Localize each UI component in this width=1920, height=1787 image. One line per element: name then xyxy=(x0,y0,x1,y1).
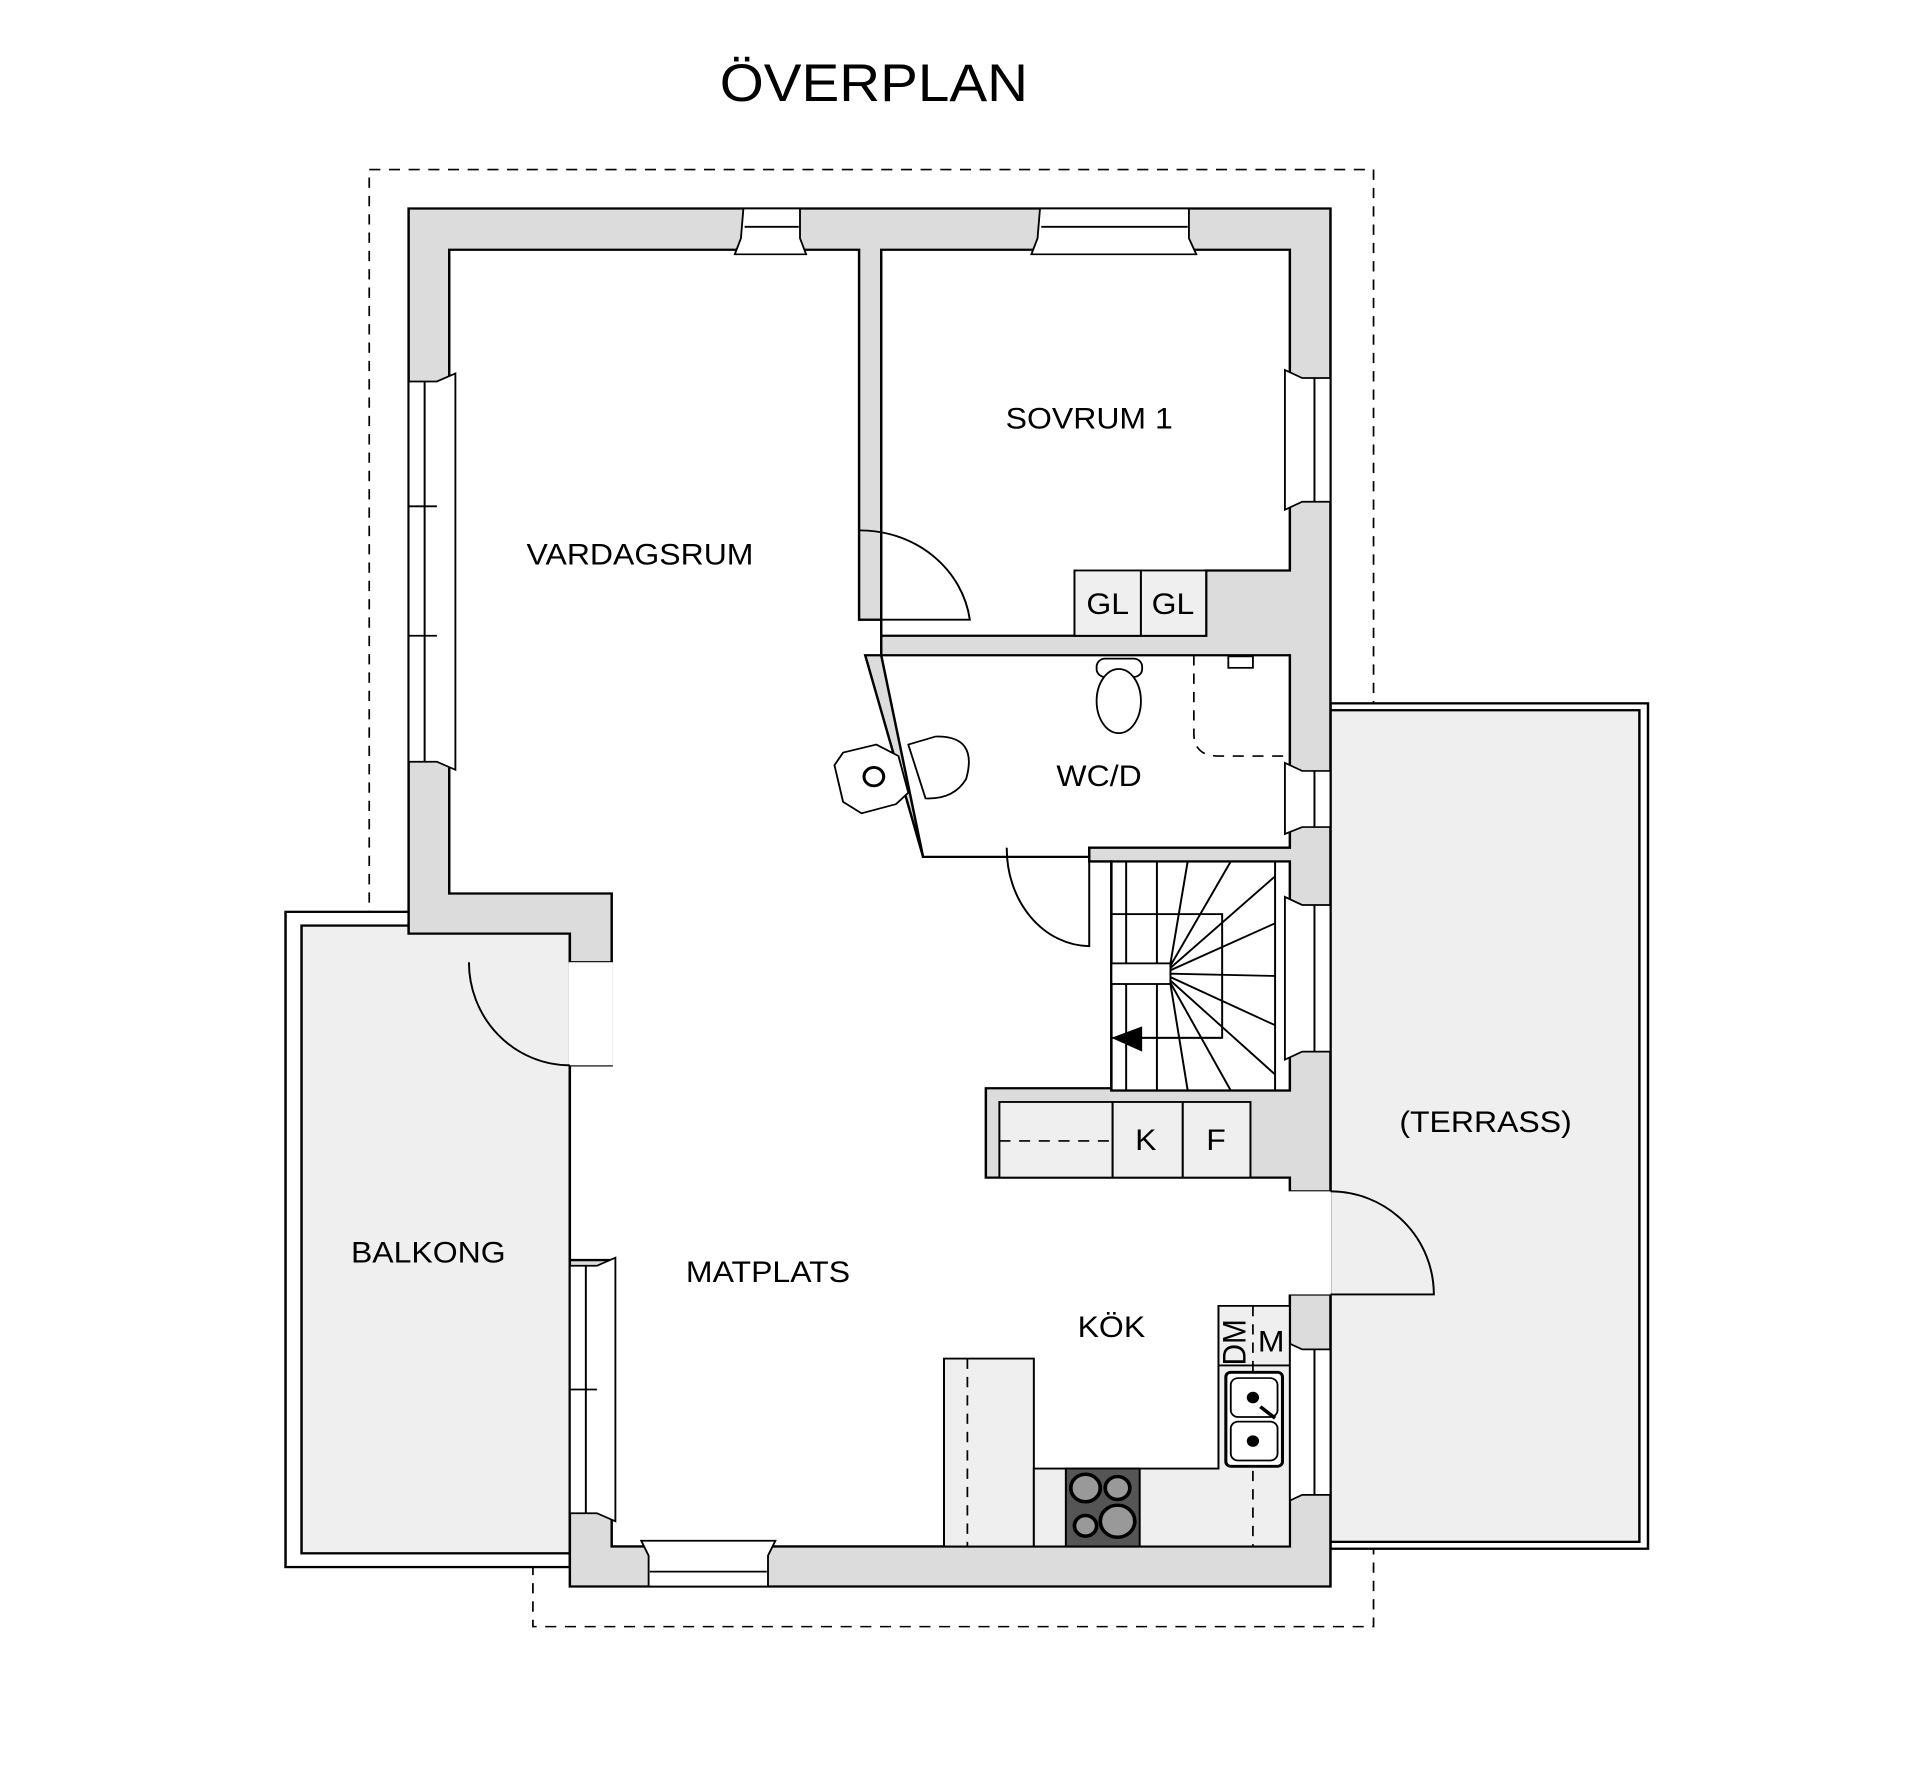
balcony-area xyxy=(284,910,572,1569)
window-kitchen-right xyxy=(1284,1340,1332,1505)
room-label-terrass: (TERRASS) xyxy=(1399,1105,1571,1139)
balcony-door[interactable] xyxy=(467,962,570,1067)
sink-icon xyxy=(1224,1370,1284,1468)
microwave-label: M xyxy=(1258,1325,1285,1359)
window-bedroom-right xyxy=(1284,368,1332,512)
bathroom-floor xyxy=(879,654,1292,858)
window-stair-right xyxy=(1284,895,1332,1061)
shower-tap-icon xyxy=(1227,655,1254,669)
freezer-label: F xyxy=(1206,1123,1226,1157)
dishwasher: DM xyxy=(1217,1319,1253,1365)
washbasin-icon xyxy=(907,735,970,800)
window-top-right xyxy=(1030,207,1198,256)
window-top-left xyxy=(733,207,808,256)
wardrobe xyxy=(998,1101,1114,1179)
window-bathroom-right xyxy=(1284,761,1332,836)
window-left-wall xyxy=(407,372,457,772)
balcony-door-opening xyxy=(568,962,613,1066)
fridge-label: K xyxy=(1135,1123,1157,1157)
room-label-matplats: MATPLATS xyxy=(686,1255,850,1289)
room-label-balkong: BALKONG xyxy=(351,1235,506,1269)
terrace-door-opening xyxy=(1287,1191,1332,1295)
stove-icon xyxy=(1064,1467,1141,1548)
window-dining-left xyxy=(568,1256,617,1523)
room-label-wcd: WC/D xyxy=(1056,759,1141,793)
shower-area xyxy=(1192,655,1290,757)
bedroom-door[interactable] xyxy=(859,529,971,621)
room-label-kok: KÖK xyxy=(1078,1310,1146,1344)
room-label-sovrum-1: SOVRUM 1 xyxy=(1006,401,1173,435)
terrace-door[interactable] xyxy=(1330,1190,1435,1296)
closet-gl-2-label: GL xyxy=(1152,587,1195,621)
closet-gl-2 xyxy=(1139,569,1208,637)
stair-direction-arrow-icon xyxy=(1111,1026,1143,1052)
washing-machine-icon xyxy=(833,743,910,815)
staircase xyxy=(1110,860,1277,1091)
room-label-vardagsrum: VARDAGSRUM xyxy=(527,538,754,572)
dishwasher-label: DM xyxy=(1217,1319,1253,1365)
page-title: ÖVERPLAN xyxy=(720,53,1028,113)
closet-gl-1-label: GL xyxy=(1086,587,1129,621)
bathroom-door[interactable] xyxy=(1005,847,1091,948)
toilet-icon xyxy=(1095,657,1144,734)
closet-gl-1 xyxy=(1073,569,1142,637)
roof-outline xyxy=(368,168,1375,1628)
freezer xyxy=(1181,1101,1252,1179)
living-dining-floor xyxy=(448,248,1332,1548)
window-bottom xyxy=(639,1539,777,1588)
